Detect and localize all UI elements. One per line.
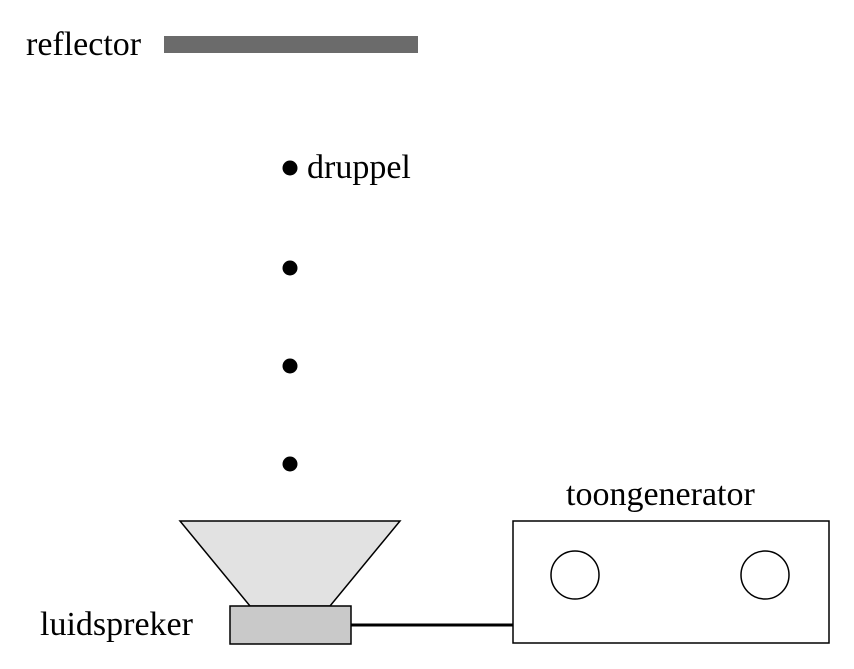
droplet [282,160,298,176]
droplet [282,456,298,472]
reflector-bar [164,36,418,53]
reflector-label: reflector [26,26,142,63]
droplet [282,358,298,374]
speaker-base [229,605,352,645]
tone-generator-knob-left [550,550,600,600]
tone-generator-label: toongenerator [566,476,755,513]
droplet-label: druppel [307,149,411,186]
tone-generator-knob-right [740,550,790,600]
speaker-label: luidspreker [40,606,194,643]
droplet [282,260,298,276]
speaker-cone [178,520,402,607]
